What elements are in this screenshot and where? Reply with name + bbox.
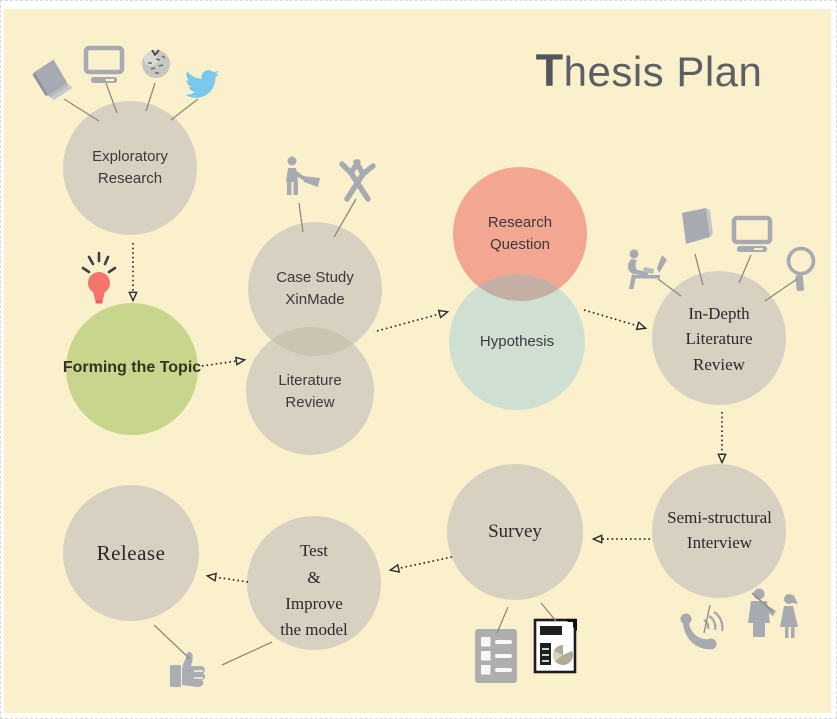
title-initial: T xyxy=(535,45,564,96)
venn-case-literature xyxy=(246,222,382,455)
book-icon xyxy=(674,205,718,260)
node-forming-the-topic xyxy=(66,303,198,435)
lightbulb-icon xyxy=(76,247,124,312)
magnifier-icon xyxy=(780,245,824,302)
reading-person-icon xyxy=(622,247,672,296)
report-document-icon xyxy=(532,615,580,680)
circle-case-study xyxy=(248,222,382,356)
computer-icon xyxy=(728,215,776,260)
circle-literature-review xyxy=(246,327,374,455)
computer-icon xyxy=(80,45,128,90)
node-release xyxy=(63,485,199,621)
thumbs-up-icon xyxy=(164,645,220,700)
tools-icon xyxy=(334,155,380,208)
node-survey xyxy=(447,464,583,600)
telephone-icon xyxy=(676,607,728,662)
node-exploratory-research xyxy=(63,101,197,235)
arrow-test-to-release xyxy=(208,576,249,583)
twitter-bird-icon xyxy=(182,67,222,106)
talking-people-icon xyxy=(744,585,806,646)
title-rest: hesis Plan xyxy=(563,48,763,95)
checklist-icon xyxy=(472,627,520,690)
venn-question-hypothesis xyxy=(449,167,587,410)
node-test-improve xyxy=(247,516,381,650)
circle-hypothesis xyxy=(449,274,585,410)
arrow-survey-to-test xyxy=(391,556,453,570)
page-title: Thesis Plan xyxy=(474,45,824,97)
digging-person-icon xyxy=(276,155,324,210)
node-semi-structural-interview xyxy=(652,464,786,598)
circle-research-question xyxy=(453,167,587,301)
wikipedia-globe-icon xyxy=(138,47,174,88)
diagram-canvas: Thesis Plan Exploratory Research xyxy=(4,9,831,713)
book-icon xyxy=(24,53,76,110)
